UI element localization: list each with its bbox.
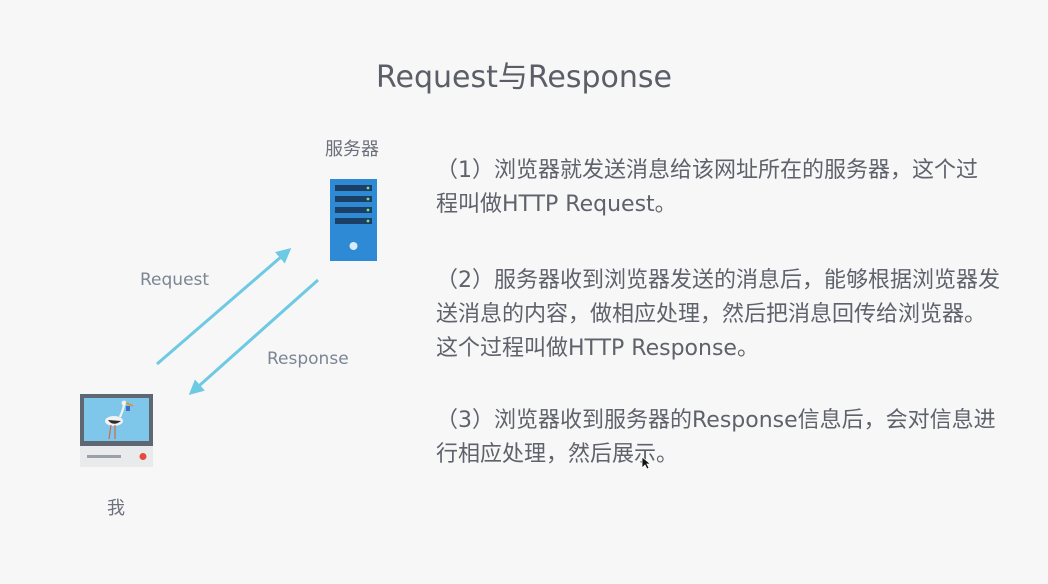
request-arrow xyxy=(156,248,292,366)
client-label: 我 xyxy=(107,498,125,519)
mouse-cursor-icon xyxy=(641,456,651,470)
step-1-text: （1）浏览器就发送消息给该网址所在的服务器，这个过程叫做HTTP Request… xyxy=(436,158,978,217)
server-label: 服务器 xyxy=(325,139,379,160)
response-label: Response xyxy=(267,349,349,369)
step-3-text: （3）浏览器收到服务器的Response信息后，会对信息进行相应处理，然后展示。 xyxy=(436,408,996,467)
response-arrow xyxy=(188,278,319,395)
computer-icon xyxy=(80,394,153,467)
slide-title: Request与Response xyxy=(376,60,672,95)
request-label: Request xyxy=(140,270,210,290)
server-icon xyxy=(330,179,377,261)
step-2-text: （2）服务器收到浏览器发送的消息后，能够根据浏览器发送消息的内容，做相应处理，然… xyxy=(436,268,1000,361)
